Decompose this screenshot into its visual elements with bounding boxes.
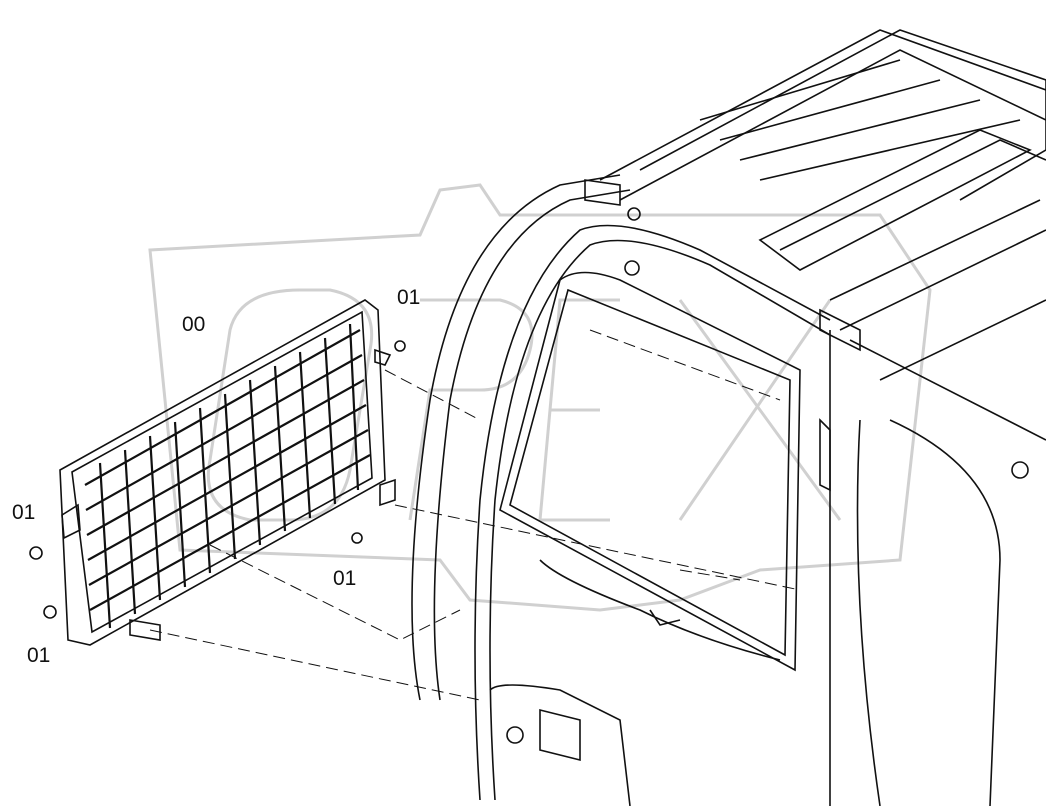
callout-01-bolt: 01 — [397, 286, 421, 309]
watermark-logo — [148, 183, 932, 612]
callout-00-grille: 00 — [182, 313, 206, 336]
callout-01-bolt: 01 — [333, 567, 357, 590]
leader-lines — [149, 329, 801, 701]
callout-01-bolt: 01 — [27, 644, 51, 667]
cab-body — [411, 29, 1046, 806]
grille-guard — [29, 299, 406, 646]
callout-01-bolt: 01 — [12, 501, 36, 524]
